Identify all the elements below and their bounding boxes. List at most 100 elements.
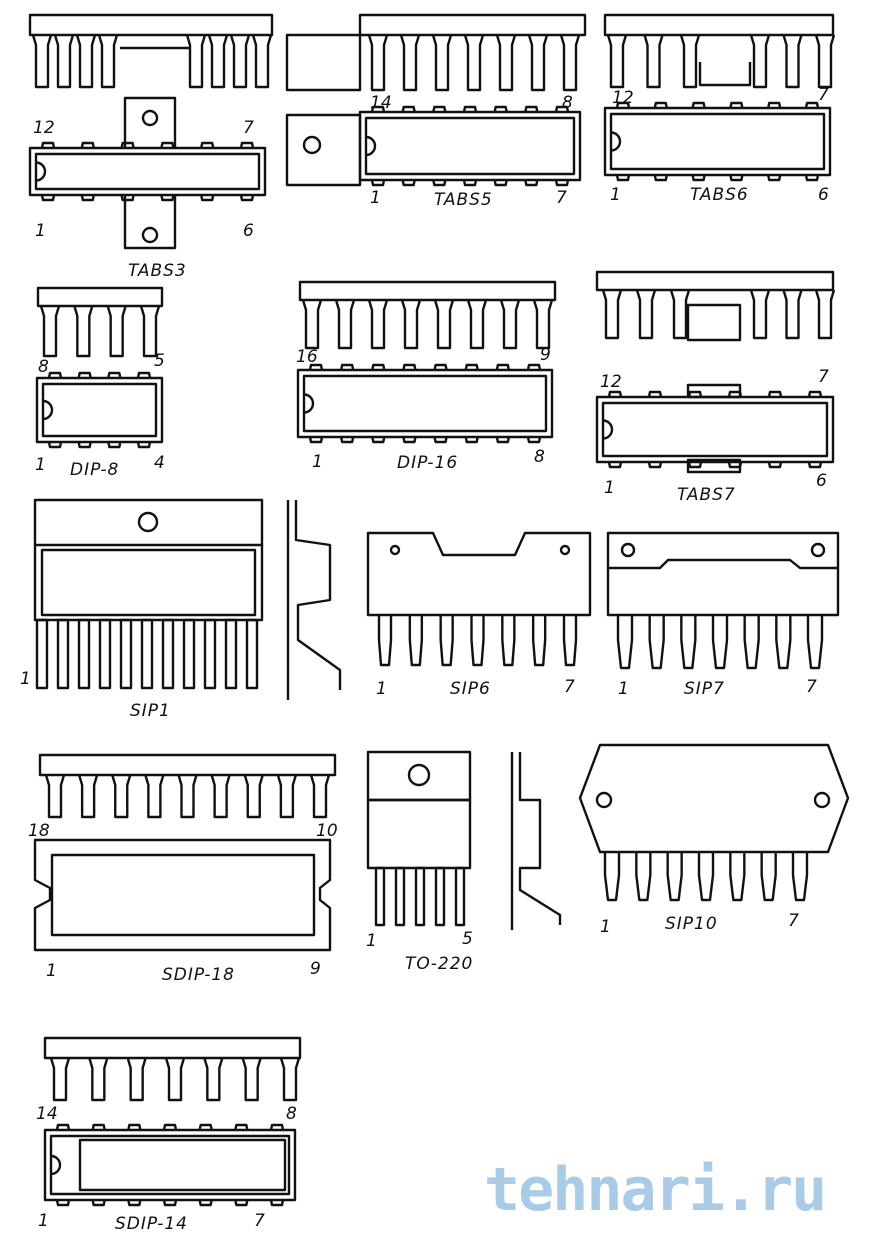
pin-label: 6 [816, 471, 827, 491]
pin-label: 8 [562, 93, 573, 113]
pin [635, 289, 657, 340]
pin-stub [607, 461, 623, 469]
pin [559, 34, 581, 92]
pin-stub [653, 101, 668, 109]
mounting-hole [810, 542, 826, 558]
package-top-view [296, 368, 554, 439]
pin [88, 1057, 109, 1102]
pin [791, 852, 809, 902]
pin-stub [91, 1123, 106, 1131]
package-side-view [358, 13, 587, 37]
mounting-hole [389, 544, 401, 556]
pin [39, 305, 61, 358]
pin-stub [127, 1123, 142, 1131]
pin-label: 7 [564, 677, 575, 697]
pin [35, 618, 49, 690]
mounting-hole [137, 511, 159, 533]
package-name: SIP10 [665, 914, 718, 934]
pin-stub [647, 461, 663, 469]
pin [126, 1057, 147, 1102]
pin-stub [234, 1123, 249, 1131]
package-body-inner [364, 116, 576, 176]
pin-stub [80, 194, 95, 202]
package-top-view [43, 1128, 297, 1202]
pin-stub [371, 436, 386, 444]
package-body-inner [78, 1138, 287, 1192]
pin-stub [495, 363, 511, 371]
pin-label: 18 [28, 821, 50, 841]
pin-stub [729, 101, 744, 109]
pin [531, 615, 547, 667]
pin-label: 12 [612, 88, 634, 108]
pin [139, 305, 161, 358]
pin [760, 852, 777, 902]
pin [140, 618, 154, 690]
pin [334, 299, 356, 350]
pin-stub [120, 194, 135, 202]
pin-stub [198, 1199, 213, 1207]
pin-stub [804, 101, 820, 109]
pin-stub [804, 174, 820, 182]
pin-label: 7 [243, 118, 254, 138]
pin-stub [433, 363, 448, 371]
pin-stub [234, 1199, 249, 1207]
pin-label: 8 [534, 447, 545, 467]
pin-stub [127, 1199, 142, 1207]
package-body-inner [609, 112, 826, 171]
pin [207, 34, 229, 89]
pin [229, 34, 251, 89]
mounting-hole [620, 542, 636, 558]
pin-stub [524, 105, 539, 113]
pin [606, 34, 628, 89]
pin-stub [464, 363, 479, 371]
pin [470, 615, 485, 667]
pin-label: 8 [286, 1104, 297, 1124]
pin-stub [647, 390, 663, 398]
package-top-view [33, 838, 332, 952]
pin-stub [370, 105, 386, 113]
pin [73, 305, 94, 358]
package-name: SDIP-18 [162, 965, 235, 985]
pin-label: 6 [818, 185, 829, 205]
pin [814, 289, 836, 340]
pin [532, 299, 554, 350]
pin-stub [371, 363, 386, 371]
package-body-inner [41, 382, 158, 438]
pin [679, 34, 701, 89]
pin-stub [308, 436, 324, 444]
pin [463, 34, 485, 92]
pin-stub [401, 105, 416, 113]
pin-label: 1 [35, 221, 46, 241]
pin1-notch [50, 1154, 62, 1176]
pin [782, 34, 803, 89]
pin [367, 299, 389, 350]
package-name: SIP7 [684, 679, 725, 699]
pin-label: 1 [618, 679, 629, 699]
mounting-hole [141, 226, 159, 244]
pin [301, 299, 323, 350]
pin [241, 1057, 262, 1102]
pin-stub [807, 461, 823, 469]
body-step [608, 558, 838, 570]
package-body-inner [601, 401, 829, 458]
package-body-inner [302, 374, 548, 433]
pin [697, 852, 715, 902]
package-top-view [358, 110, 582, 182]
package-side-view [36, 286, 164, 308]
pin [56, 618, 70, 690]
pin-stub [162, 1123, 178, 1131]
pin-stub [47, 441, 63, 449]
pin-label: 1 [38, 1211, 49, 1231]
package-side-view [298, 280, 557, 302]
package-name: TABS6 [690, 185, 749, 205]
pin-label: 1 [376, 679, 387, 699]
pin [177, 774, 198, 819]
package-name: TABS7 [677, 485, 736, 505]
pin-label: 1 [366, 931, 377, 951]
pin-stub [40, 194, 56, 202]
pin [394, 866, 406, 927]
pin [806, 615, 824, 670]
package-name: SIP6 [450, 679, 491, 699]
pin-stub [767, 101, 782, 109]
pin [501, 615, 516, 667]
